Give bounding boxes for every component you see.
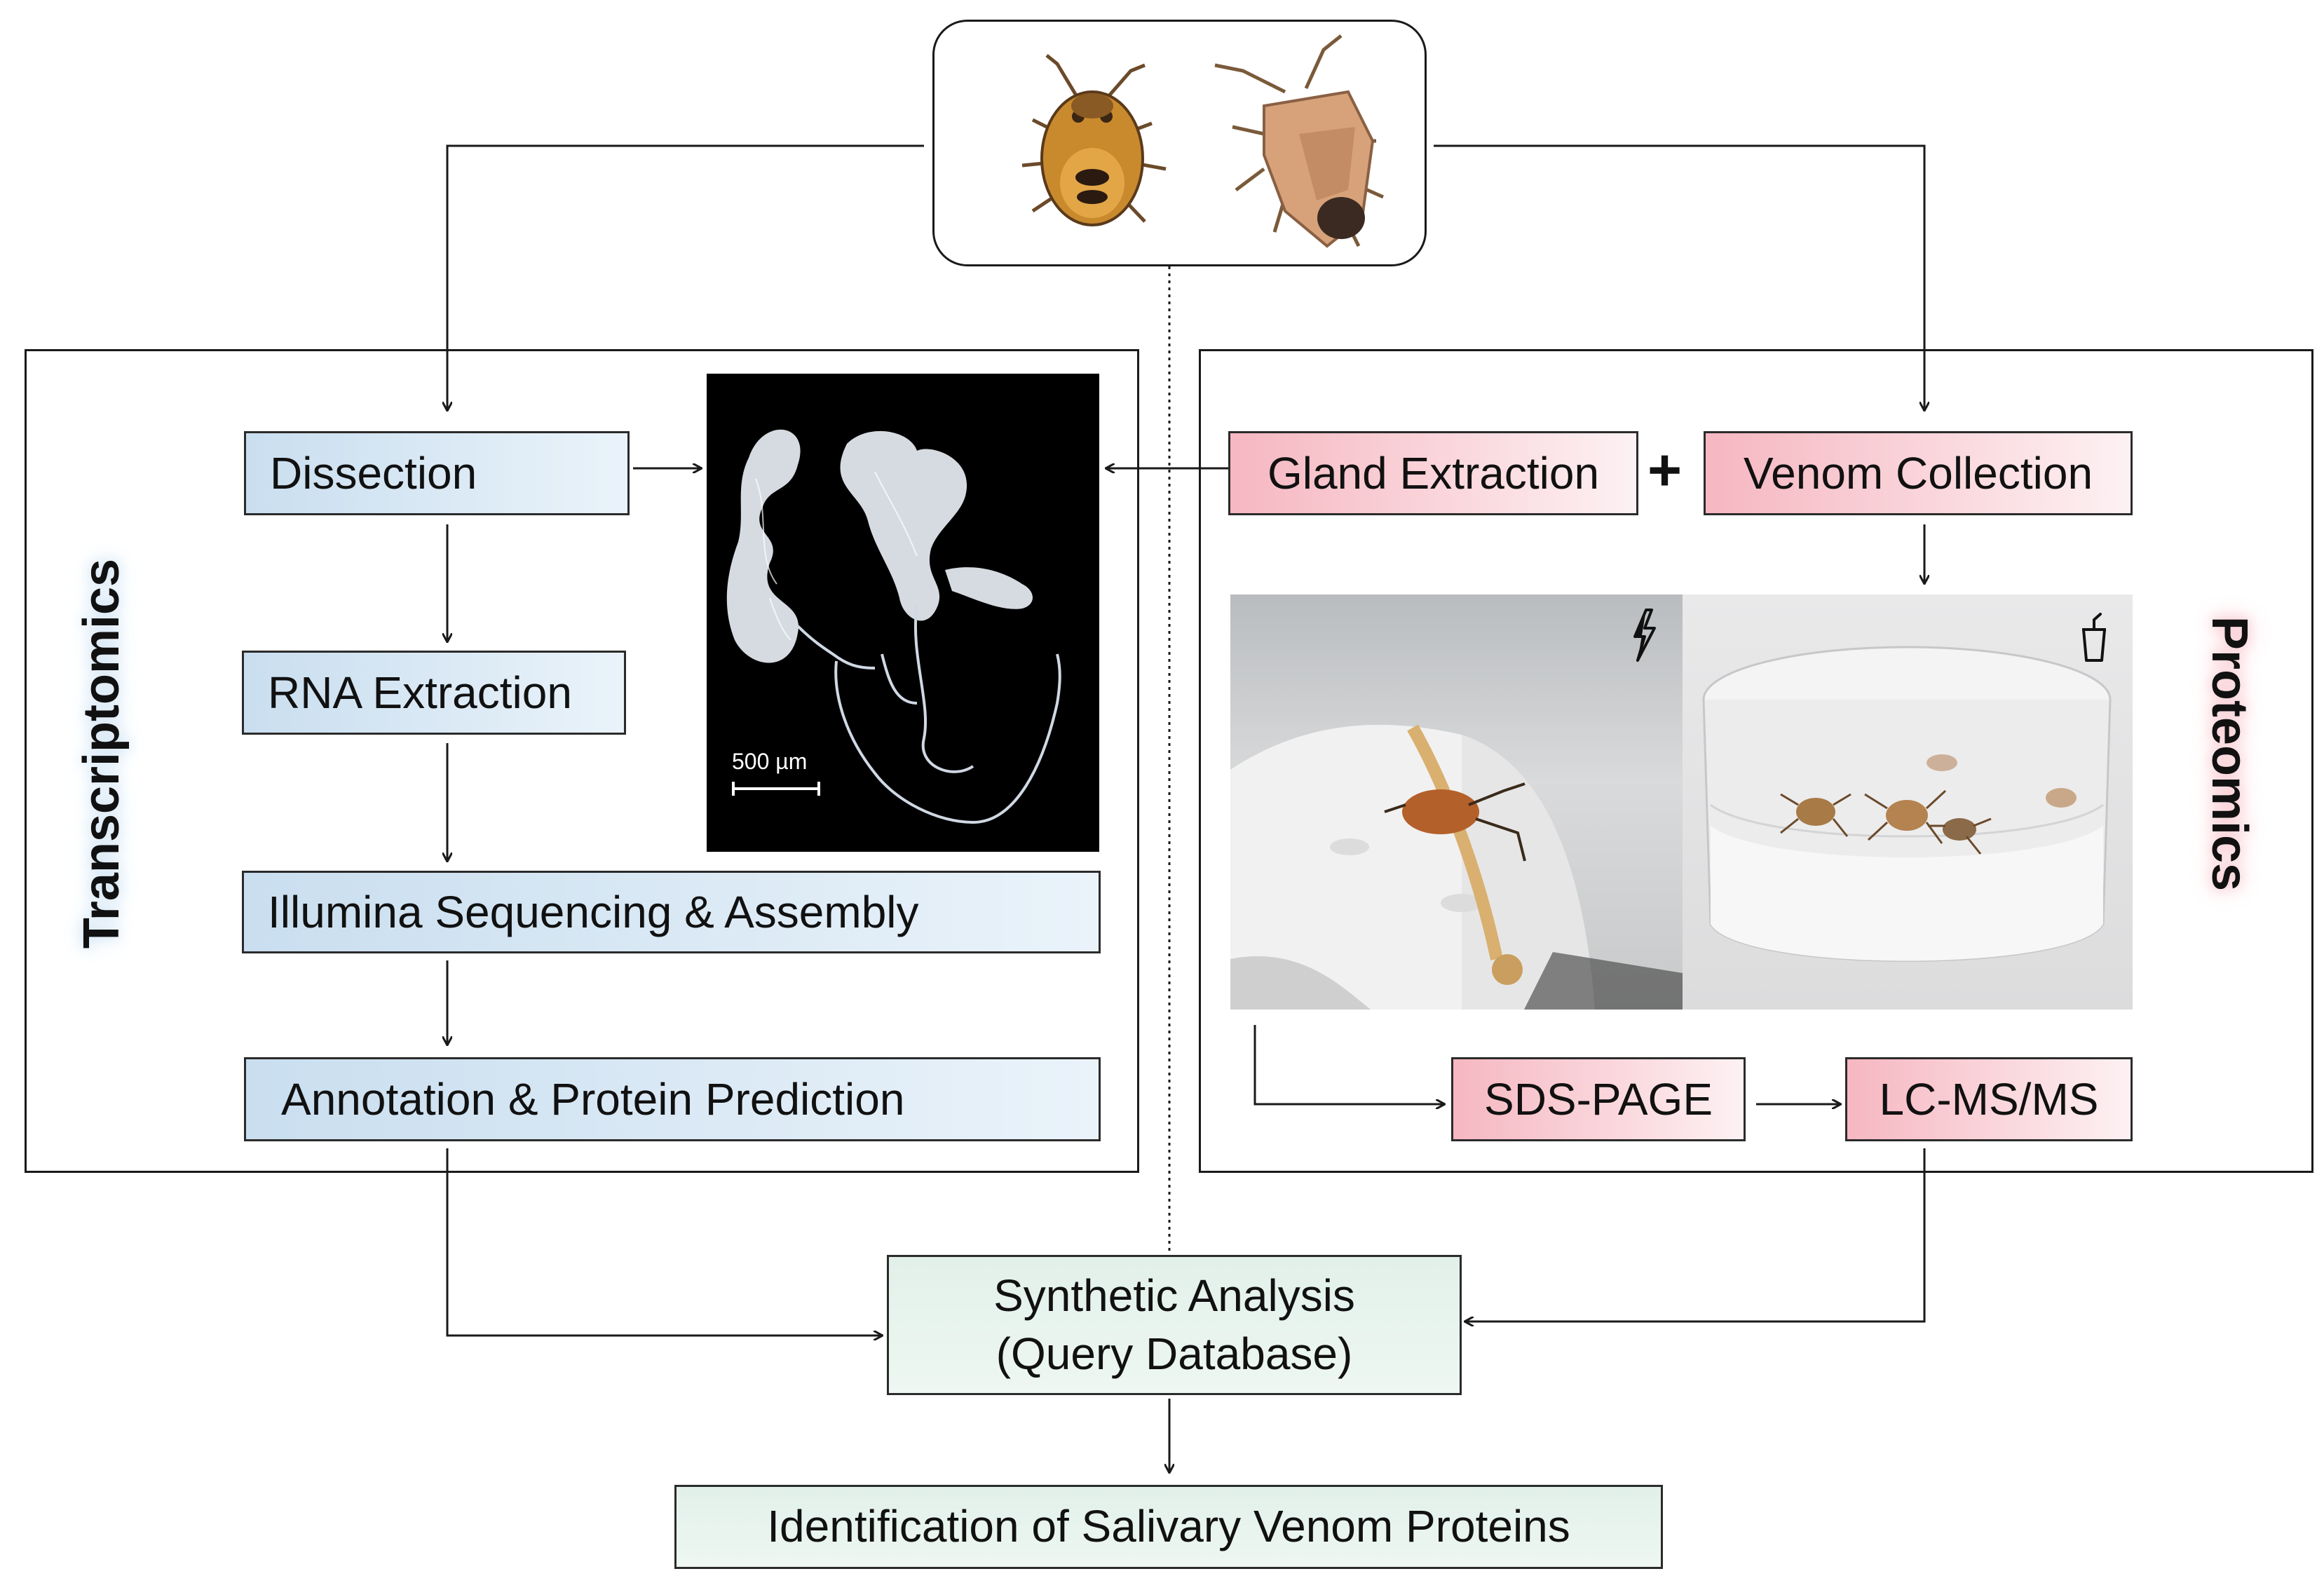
gland-extraction-box: Gland Extraction <box>1228 431 1638 515</box>
insect-image-box <box>932 20 1427 266</box>
identification-box: Identification of Salivary Venom Protein… <box>674 1485 1663 1569</box>
gland-illustration <box>726 429 1061 824</box>
transcriptomics-panel <box>25 349 1139 1173</box>
electric-stimulation-photo <box>1230 594 1683 1010</box>
plus-sign: + <box>1647 437 1683 503</box>
salivary-gland-micrograph: 500 µm <box>707 374 1099 852</box>
arrow-photos-to-sds <box>1253 1025 1444 1104</box>
synthetic-analysis-line2: (Query Database) <box>995 1329 1353 1379</box>
transcriptomics-label: Transcriptomics <box>74 558 130 949</box>
venom-collection-box: Venom Collection <box>1704 431 2133 515</box>
proteomics-label: Proteomics <box>2201 616 2257 892</box>
synthetic-analysis-box: Synthetic Analysis (Query Database) <box>887 1255 1462 1395</box>
arrow-insects-to-dissection <box>447 144 924 410</box>
arrow-lcms-to-synthetic <box>1465 1148 1926 1321</box>
venom-collection-photo <box>1683 594 2133 1010</box>
sds-page-box: SDS-PAGE <box>1451 1057 1746 1141</box>
sequencing-assembly-box: Illumina Sequencing & Assembly <box>242 871 1101 953</box>
rna-extraction-box: RNA Extraction <box>242 651 626 735</box>
arrow-annotation-to-synthetic <box>446 1148 882 1336</box>
dissection-box: Dissection <box>244 431 630 515</box>
lcms-box: LC-MS/MS <box>1845 1057 2133 1141</box>
lightning-bolt-icon <box>1633 609 1656 662</box>
cup-icon <box>2082 613 2106 662</box>
adult-bug <box>1214 34 1385 248</box>
scale-bar-label: 500 µm <box>732 749 808 774</box>
stink-bug-illustration <box>1021 34 1385 248</box>
nymph-bug <box>1021 54 1167 226</box>
bug-group <box>1796 754 2077 841</box>
proteomics-panel <box>1199 349 2313 1173</box>
annotation-prediction-box: Annotation & Protein Prediction <box>244 1057 1101 1141</box>
synthetic-analysis-line1: Synthetic Analysis <box>993 1270 1355 1321</box>
arrow-insects-to-venom <box>1434 144 1924 410</box>
